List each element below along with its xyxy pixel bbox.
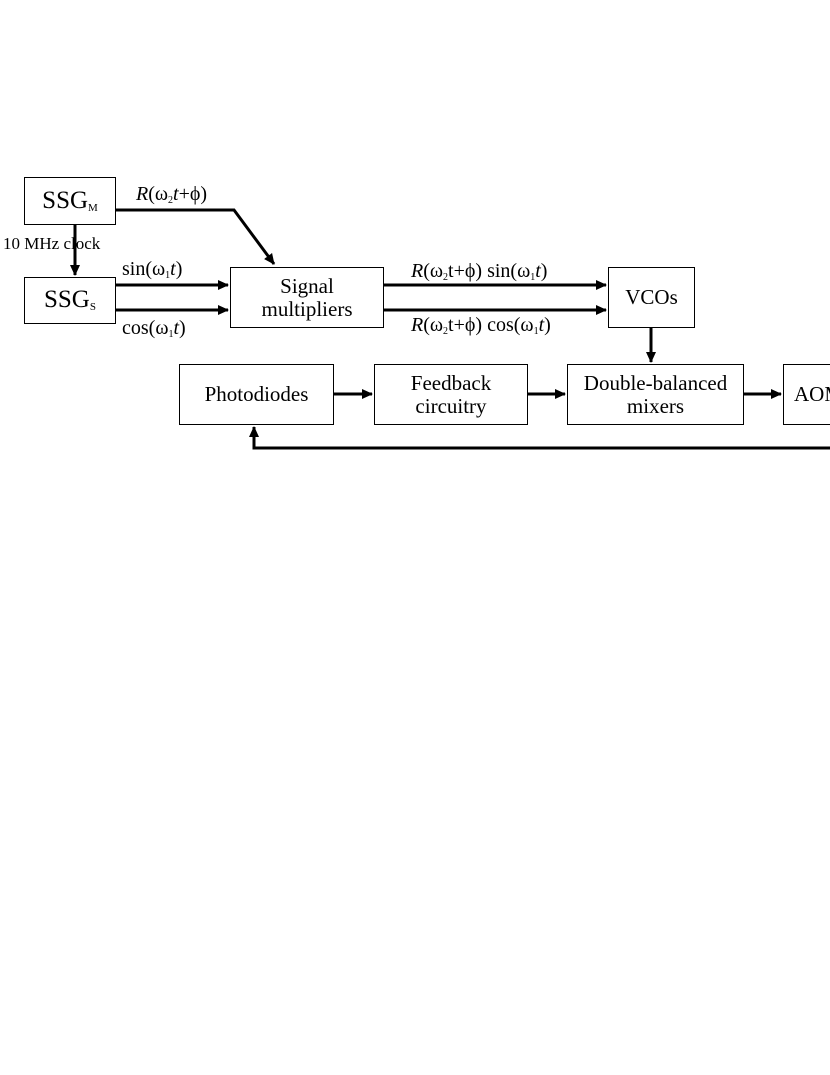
sin-input-label: sin(ω1t) xyxy=(122,258,183,281)
aom-label: AOM xyxy=(794,382,830,407)
ssg-s-subscript: S xyxy=(89,301,96,314)
ssg-s-label: SSG xyxy=(44,286,90,314)
vcos-block: VCOs xyxy=(608,267,695,328)
feedback-line1: Feedback xyxy=(410,371,492,396)
vcos-label: VCOs xyxy=(625,285,678,310)
clock-label: 10 MHz clock xyxy=(3,234,101,253)
feedback-circuitry-block: Feedback circuitry xyxy=(374,364,528,425)
mixers-line2: mixers xyxy=(626,393,685,418)
r-signal-arrow xyxy=(116,208,276,265)
feedback-line2: circuitry xyxy=(415,393,487,418)
ssg-m-block: SSGM xyxy=(24,177,116,225)
signal-multipliers-block: Signal multipliers xyxy=(230,267,384,328)
photodiodes-block: Photodiodes xyxy=(179,364,334,425)
ssg-m-subscript: M xyxy=(88,201,98,214)
r-signal-label: R(ω2t+ϕ) xyxy=(136,183,208,206)
photodiodes-label: Photodiodes xyxy=(204,382,309,407)
r-cos-output-label: R(ω2t+ϕ) cos(ω1t) xyxy=(411,314,551,337)
feedback-loop-arrow xyxy=(249,426,830,450)
signal-multipliers-line2: multipliers xyxy=(261,296,353,321)
signal-multipliers-line1: Signal xyxy=(280,274,334,299)
r-sin-output-label: R(ω2t+ϕ) sin(ω1t) xyxy=(411,260,548,283)
cos-input-label: cos(ω1t) xyxy=(122,317,186,340)
ssg-m-label: SSG xyxy=(42,186,89,214)
ssg-s-block: SSGS xyxy=(24,277,116,324)
double-balanced-mixers-block: Double-balanced mixers xyxy=(567,364,744,425)
mixers-line1: Double-balanced xyxy=(583,371,728,396)
aom-block-partial: AOM xyxy=(783,364,830,425)
